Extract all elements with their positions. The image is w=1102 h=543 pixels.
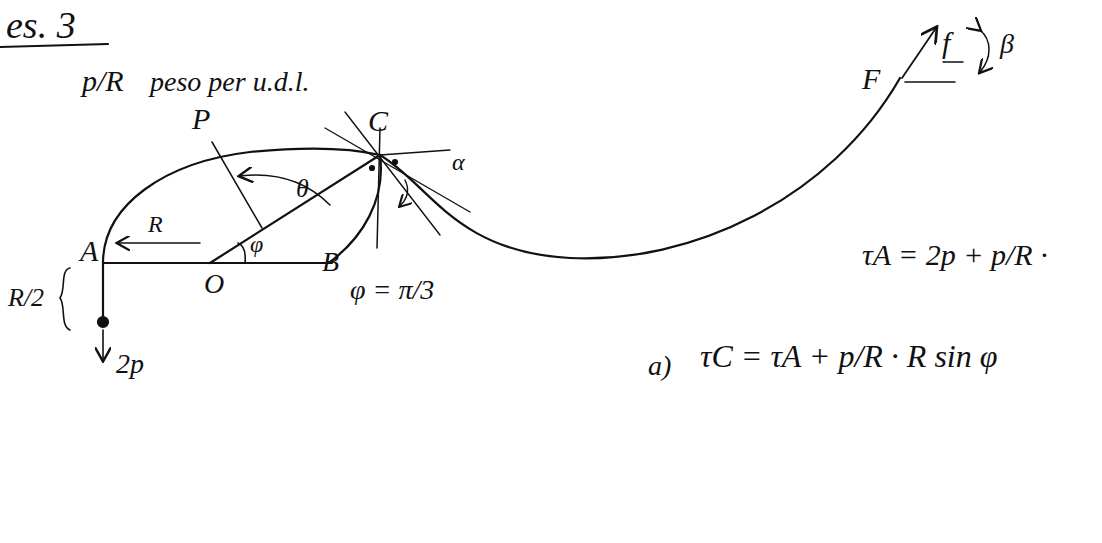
point-label: B	[322, 248, 339, 276]
point-label: A	[80, 236, 98, 266]
angle-arrow	[980, 30, 989, 72]
angle-label: β	[1000, 30, 1014, 58]
semicircle-arc	[103, 148, 381, 263]
force-arrow	[102, 330, 104, 360]
point-label: C	[368, 106, 388, 136]
point-label: O	[204, 270, 224, 298]
point-label: F	[862, 64, 880, 94]
force-label: f	[942, 28, 950, 58]
angle-value: φ = π/3	[350, 276, 434, 304]
dimension-label: R	[148, 212, 163, 236]
hanging-string	[102, 263, 104, 320]
heading-underline	[0, 44, 108, 47]
brace	[60, 268, 70, 330]
weight-per-length: p/R	[82, 66, 124, 96]
diameter-line	[103, 262, 332, 264]
force-label: 2p	[116, 350, 144, 378]
force-arrow	[902, 28, 936, 78]
hanging-weight	[98, 317, 108, 327]
point-label: P	[192, 104, 210, 134]
angle-label: α	[452, 150, 465, 174]
tangent-line	[345, 112, 440, 235]
vector-underline	[943, 61, 963, 62]
dimension-label: R/2	[8, 285, 44, 311]
angle-arc	[238, 243, 245, 263]
note-text: peso per u.d.l.	[150, 68, 309, 96]
item-label: a)	[648, 352, 671, 380]
tangent-line	[325, 128, 470, 212]
rope-curve	[380, 78, 900, 258]
angle-label: φ	[250, 232, 263, 256]
dimension-arrow	[118, 242, 200, 244]
tension-formula: τA = 2p + p/R ·	[862, 240, 1048, 270]
vertical-line	[377, 128, 380, 248]
angle-label: θ	[296, 176, 309, 202]
radius-line	[212, 142, 262, 228]
angle-arrow	[400, 180, 408, 206]
reference-line	[905, 81, 955, 83]
angle-dot	[370, 166, 374, 170]
horizontal-line	[380, 150, 450, 155]
tension-formula: τC = τA + p/R · R sin φ	[700, 340, 997, 372]
exercise-heading: es. 3	[6, 6, 76, 44]
radius-line	[210, 155, 380, 263]
angle-arrow	[240, 175, 330, 205]
